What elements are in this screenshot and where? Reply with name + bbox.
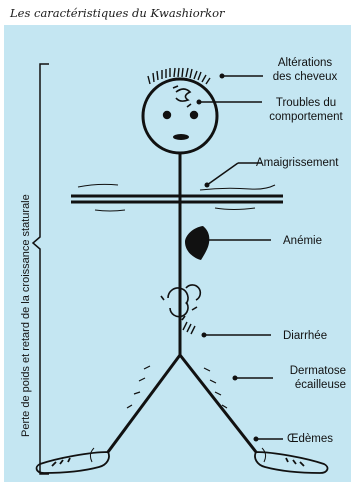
- mouth: [173, 134, 189, 140]
- right-eye: [190, 111, 198, 119]
- side-label: Perte de poids et retard de la croissanc…: [20, 194, 32, 437]
- arm-wasting-marks: [78, 184, 275, 211]
- dermatosis-flakes: [127, 366, 227, 408]
- label-dermatosis: Dermatose écailleuse: [268, 364, 346, 392]
- oedema-swelling: [90, 448, 265, 462]
- label-behaviour: Troubles du comportement: [262, 96, 350, 124]
- label-hair: Altérations des cheveux: [263, 56, 347, 84]
- hair-strands: [148, 68, 210, 84]
- label-oedema: Œdèmes: [287, 432, 333, 446]
- heart-shape: [185, 226, 209, 260]
- left-eye: [163, 111, 171, 119]
- label-anemia: Anémie: [283, 234, 322, 248]
- arms: [71, 196, 283, 202]
- side-bracket: [33, 64, 49, 474]
- feet: [37, 452, 328, 473]
- label-wasting: Amaigrissement: [256, 156, 338, 170]
- behaviour-swirl: [173, 86, 191, 107]
- legs: [108, 355, 256, 452]
- label-diarrhea: Diarrhée: [283, 329, 327, 343]
- diarrhea-marks: [183, 322, 195, 334]
